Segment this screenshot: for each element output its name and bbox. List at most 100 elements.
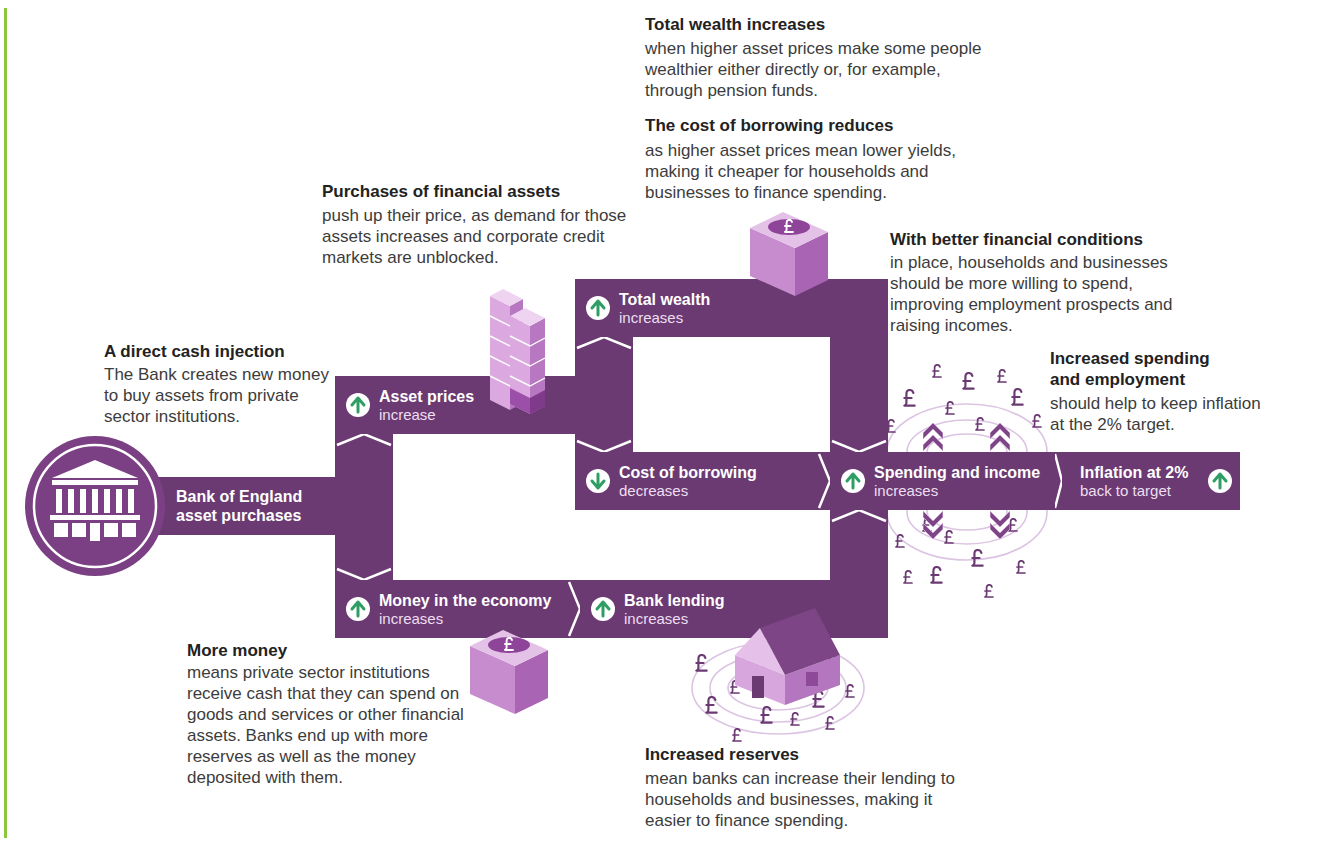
pound-symbols-part xyxy=(1012,389,1022,405)
change-arrow-icons-part xyxy=(591,597,615,621)
flow-connector xyxy=(815,454,830,508)
connector-arrowhead xyxy=(1055,454,1062,508)
callout-heading: With better financial conditions xyxy=(890,229,1220,250)
bank-house-icon-part xyxy=(806,672,818,686)
lending-rings-part xyxy=(728,666,828,710)
pound-symbols-part xyxy=(826,717,834,729)
page-border xyxy=(4,8,7,838)
pound-symbols-part xyxy=(976,418,984,430)
callout-text: The Bank creates new money to buy assets… xyxy=(104,364,329,427)
asset-stack-icon-part xyxy=(490,316,523,386)
flow-connector xyxy=(570,405,631,452)
flow-connector xyxy=(335,506,391,580)
pound-symbols-part xyxy=(896,535,904,547)
pound-symbols-part xyxy=(998,370,1006,382)
bank-building-icon-part xyxy=(128,489,134,513)
bank-building-icon-part xyxy=(80,489,86,513)
bank-building-icon-part xyxy=(54,523,68,537)
bank-house-icon-part xyxy=(785,655,840,705)
page-border-part xyxy=(4,8,7,838)
asset-stack-icon-part xyxy=(530,318,545,414)
pound-symbols-part xyxy=(813,691,823,707)
bank-building-icon-part xyxy=(72,523,86,537)
pound-symbols-part xyxy=(887,420,895,432)
pound-symbols-part xyxy=(761,707,771,723)
bank-building-icon-part xyxy=(122,523,136,537)
band-subtext: increase xyxy=(379,406,570,424)
bank-building-icon-part xyxy=(52,460,138,478)
change-arrow-icons-part xyxy=(1208,469,1232,493)
flow-band: Asset pricesincrease xyxy=(335,376,570,434)
bank-house-icon-part xyxy=(760,608,840,675)
band-subtext: increases xyxy=(874,482,1055,500)
change-arrow-icons-part xyxy=(841,469,865,493)
callout-heading: Total wealth increases xyxy=(645,14,975,35)
connector-arrowhead xyxy=(819,454,830,508)
callout-heading: The cost of borrowing reduces xyxy=(645,115,975,136)
pound-symbols-part xyxy=(945,531,953,543)
pound-symbols-part xyxy=(1009,519,1017,531)
band-heading: Cost of borrowing xyxy=(619,463,815,482)
pound-symbols-part xyxy=(931,567,941,583)
change-arrow-icons-part xyxy=(586,296,610,320)
asset-stack-icon-part xyxy=(510,316,530,414)
pound-symbols-part xyxy=(904,571,912,583)
pound-symbols-part xyxy=(1017,561,1025,573)
pound-symbols-part xyxy=(946,402,954,414)
connector-band xyxy=(820,510,859,609)
callout-text: push up their price, as demand for those… xyxy=(322,205,632,268)
callout-heading: Increased reserves xyxy=(645,744,945,765)
spending-chevrons-part xyxy=(990,523,1010,539)
connector-band xyxy=(565,580,580,638)
bank-building-icon xyxy=(25,436,165,576)
bank-house-icon-part xyxy=(752,676,764,698)
connector-arrowhead xyxy=(569,582,580,636)
pound-symbols-part xyxy=(972,550,982,566)
asset-stack-icon-part xyxy=(490,296,510,410)
flow-connector xyxy=(1055,454,1062,508)
bank-building-icon-part xyxy=(116,489,122,513)
band-subtext: increases xyxy=(619,309,825,327)
money-box-icon-part xyxy=(750,212,828,296)
flow-band: Money in the economyincreases xyxy=(335,580,565,638)
flow-band: Spending and incomeincreases xyxy=(830,452,1055,510)
connector-arrowhead xyxy=(832,510,886,521)
band-subtext: increases xyxy=(379,610,565,628)
connector-arrowhead xyxy=(577,337,631,348)
change-arrow-icons xyxy=(346,296,1232,621)
callout-text: as higher asset prices mean lower yields… xyxy=(645,140,975,203)
spending-chevrons-part xyxy=(923,435,943,451)
lending-rings-part xyxy=(692,642,864,734)
flow-connector xyxy=(565,582,580,636)
connector-arrowhead xyxy=(577,441,631,452)
asset-stack-icon-part xyxy=(510,388,530,414)
flow-connector xyxy=(825,308,886,452)
flow-band: Total wealthincreases xyxy=(575,279,825,337)
band-subtext: back to target xyxy=(1080,482,1240,500)
band-heading: Bank lending xyxy=(624,591,820,610)
change-arrow-icons-part xyxy=(586,469,610,493)
flow-band: Cost of borrowingdecreases xyxy=(575,452,815,510)
connector-arrowhead xyxy=(337,569,391,580)
connector-arrowhead xyxy=(337,434,391,445)
lending-rings-part xyxy=(710,654,846,722)
pound-symbols-part xyxy=(846,685,854,697)
bank-house-icon-part xyxy=(735,628,785,675)
change-arrow-icons-part xyxy=(346,597,370,621)
connector-band xyxy=(825,308,859,452)
band-heading: Asset prices xyxy=(379,387,570,406)
bank-building-icon-part xyxy=(52,480,138,485)
spending-chevrons-part xyxy=(990,435,1010,451)
callout-heading: A direct cash injection xyxy=(104,341,364,362)
asset-stack-icon-part xyxy=(510,308,545,326)
connector-band xyxy=(815,452,830,510)
band-heading: Total wealth xyxy=(619,290,825,309)
band-subtext: increases xyxy=(624,610,820,628)
flow-band: Bank lendingincreases xyxy=(580,580,820,638)
bank-building-icon-part xyxy=(92,489,98,513)
pound-symbols-part xyxy=(827,656,837,672)
connector-arrowhead xyxy=(832,441,886,452)
band-subtext: decreases xyxy=(619,482,815,500)
bank-house-icon xyxy=(735,608,840,705)
